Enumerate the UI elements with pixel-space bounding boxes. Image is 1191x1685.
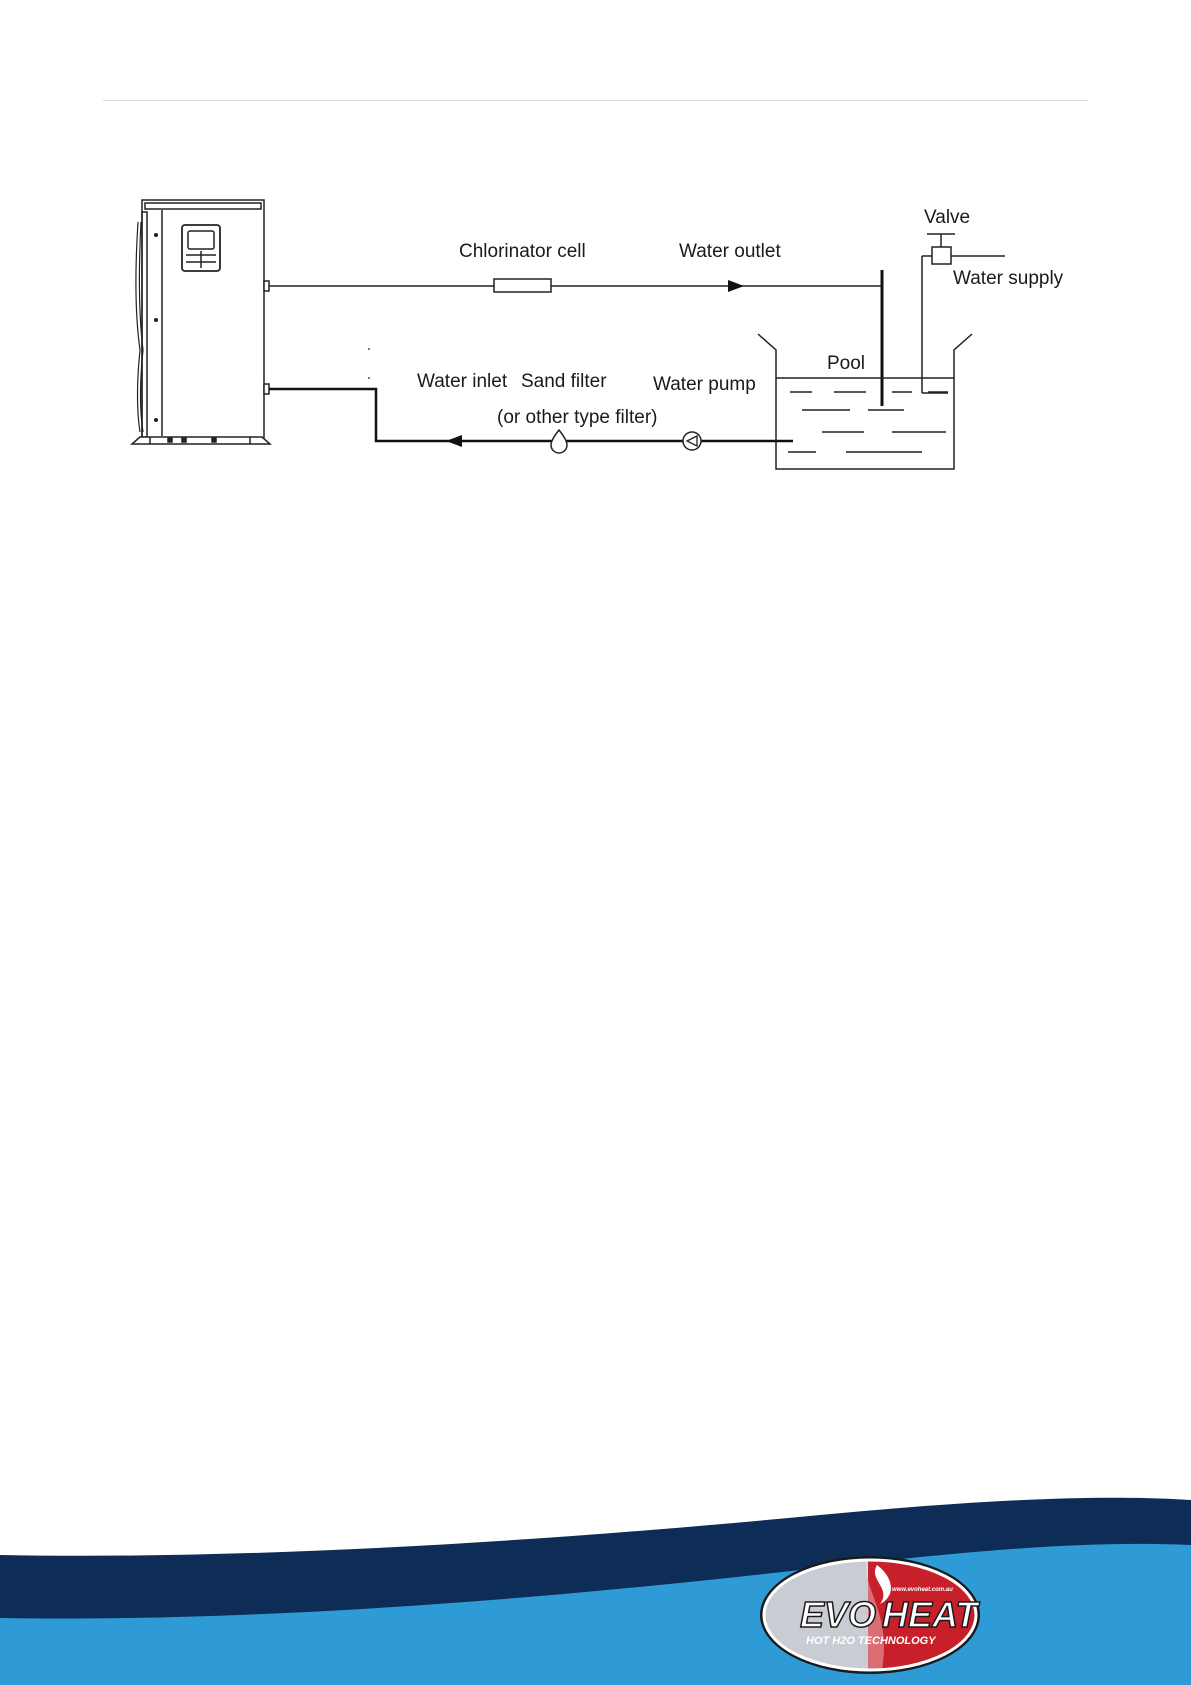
- logo-url: www.evoheat.com.au: [892, 1587, 953, 1593]
- water-pump-label: Water pump: [653, 374, 756, 395]
- inlet-arrow: [446, 435, 462, 447]
- logo-tagline: HOT H2O TECHNOLOGY: [806, 1635, 937, 1647]
- sand-filter-label: Sand filter: [521, 371, 607, 392]
- other-filter-label: (or other type filter): [497, 407, 658, 428]
- flame-icon: [875, 1565, 891, 1604]
- heat-pump-unit: [132, 200, 270, 444]
- evoheat-logo: EVO HEAT HOT H2O TECHNOLOGY www.evoheat.…: [760, 1555, 988, 1680]
- valve-assembly: [922, 234, 1005, 393]
- outlet-arrow: [728, 280, 744, 292]
- pool-label: Pool: [827, 353, 865, 374]
- footer-wave-dark: [0, 1498, 1191, 1685]
- footer-wave-light: [0, 1544, 1191, 1685]
- logo-word-evo: EVO: [800, 1594, 876, 1635]
- water-pump: [683, 432, 701, 450]
- pool-plumbing-diagram: Chlorinator cell Water outlet Valve Wate…: [0, 0, 1191, 520]
- water-supply-label: Water supply: [953, 268, 1064, 289]
- chlorinator-cell: [494, 279, 551, 292]
- water-inlet-label: Water inlet: [417, 371, 508, 392]
- sand-filter: [551, 430, 567, 453]
- logo-word-heat: HEAT: [882, 1594, 980, 1635]
- valve-label: Valve: [924, 207, 970, 228]
- water-outlet-label: Water outlet: [679, 241, 781, 262]
- chlorinator-cell-label: Chlorinator cell: [459, 241, 586, 262]
